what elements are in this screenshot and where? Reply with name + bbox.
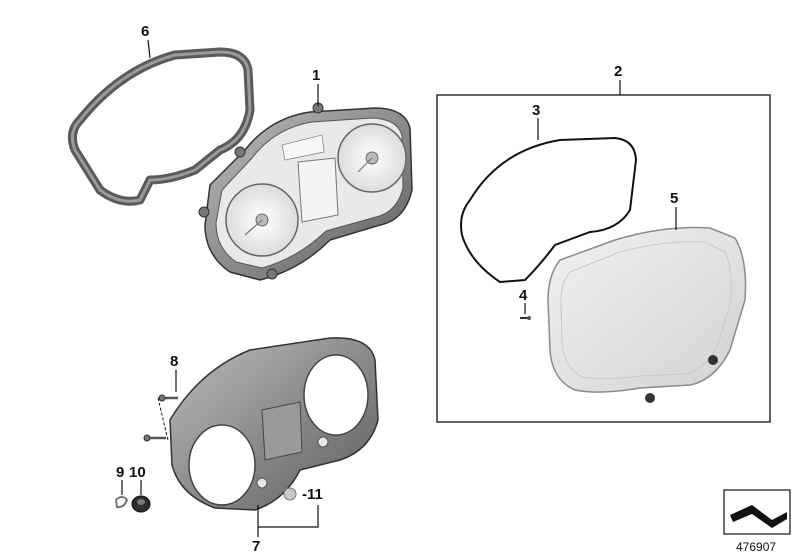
part-10-grommet[interactable] (131, 495, 151, 513)
callout-9: 9 (116, 464, 124, 481)
callout-5: 5 (670, 190, 678, 207)
callout-10: 10 (129, 464, 146, 481)
center-display (297, 157, 339, 223)
callout-4: 4 (519, 287, 528, 304)
part-9-clip[interactable] (114, 496, 129, 509)
callout-8: 8 (170, 353, 178, 370)
lens-screw-right (708, 355, 718, 365)
callout-3: 3 (532, 102, 540, 119)
part-2-kit-frame (436, 94, 771, 423)
part-4-small-screw[interactable] (520, 316, 531, 320)
callout-2: 2 (614, 63, 622, 80)
reference-number: 476907 (736, 540, 776, 554)
part-bezel-bolt[interactable] (143, 434, 166, 442)
bezel-center-window (261, 401, 303, 461)
bezel-opening-left (188, 424, 256, 506)
direction-symbol-icon (723, 489, 791, 535)
leader-7-bracket (257, 505, 319, 528)
bezel-opening-right (303, 354, 369, 436)
part-8-screw[interactable] (158, 394, 178, 402)
lens-screw-bottom (645, 393, 655, 403)
callout-6: 6 (141, 23, 149, 40)
part-6-seal-ring[interactable] (67, 47, 255, 206)
callout-7: 7 (252, 538, 260, 555)
callout-1: 1 (312, 67, 320, 84)
leader-6 (147, 39, 151, 59)
part-11-plug[interactable] (283, 487, 297, 501)
leader-8-dashed (157, 397, 169, 441)
part-3-gasket[interactable] (460, 136, 638, 284)
part-5-lens-cover[interactable] (547, 226, 747, 404)
callout-11: -11 (302, 486, 323, 503)
part-1-instrument-cluster[interactable] (198, 102, 413, 281)
part-7-bezel-cover[interactable] (169, 337, 379, 511)
